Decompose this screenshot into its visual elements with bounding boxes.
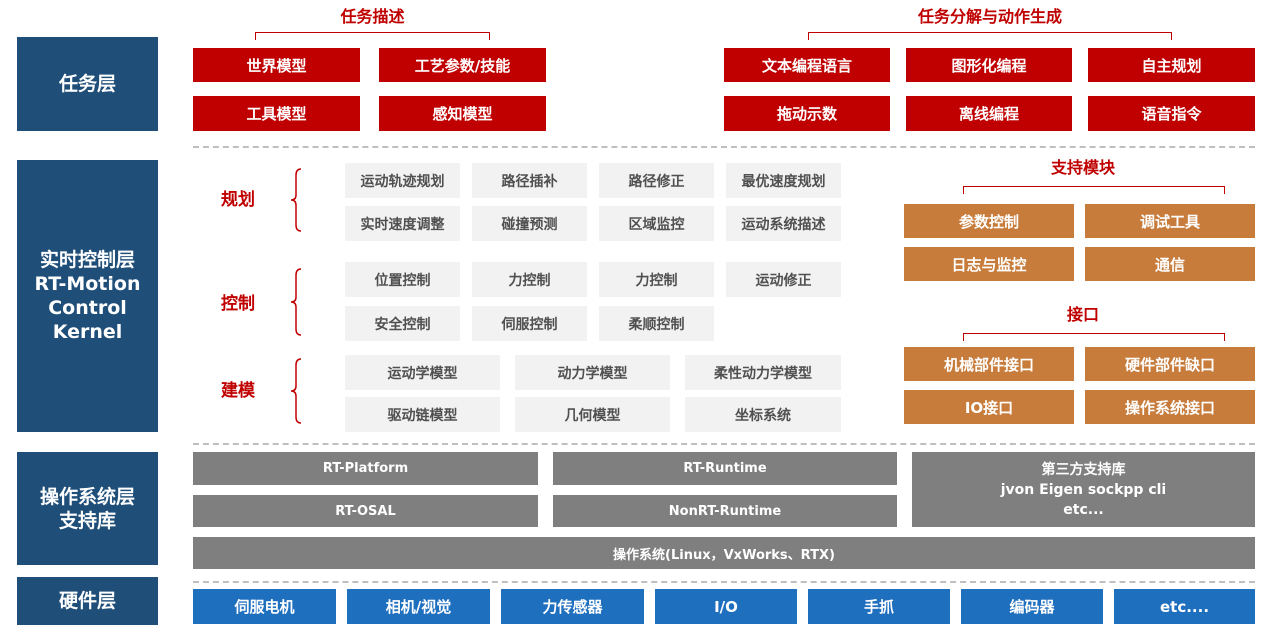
layer-realtime-label: RT-Motion: [34, 273, 141, 295]
control-item: 安全控制: [345, 306, 460, 341]
modeling-brace: [290, 358, 302, 424]
hardware-item: 相机/视觉: [347, 589, 490, 624]
task-description-item: 工艺参数/技能: [379, 48, 546, 82]
third-party-etc: etc...: [1063, 501, 1104, 518]
support-title: 支持模块: [1050, 158, 1115, 177]
rt-osal-box: RT-OSAL: [193, 495, 538, 527]
task-description-title: 任务描述: [340, 7, 405, 26]
task-description-bracket: [255, 32, 490, 40]
planning-brace: [290, 168, 302, 232]
interface-bracket: [963, 333, 1225, 341]
layer-os-label: 支持库: [58, 509, 116, 532]
planning-item: 路径修正: [599, 163, 714, 198]
nonrt-runtime-box: NonRT-Runtime: [553, 495, 897, 527]
modeling-item: 坐标系统: [685, 397, 841, 432]
planning-item: 最优速度规划: [726, 163, 841, 198]
third-party-title: 第三方支持库: [1041, 461, 1126, 478]
layer-realtime: 实时控制层 RT-Motion Control Kernel: [17, 160, 158, 432]
planning-item: 实时速度调整: [345, 206, 460, 241]
rt-runtime-box: RT-Runtime: [553, 452, 897, 485]
support-bracket: [963, 186, 1225, 194]
control-item: 力控制: [599, 262, 714, 297]
task-decomposition-title: 任务分解与动作生成: [917, 7, 1062, 26]
control-label: 控制: [221, 294, 255, 314]
task-decomposition-item: 图形化编程: [906, 48, 1072, 82]
task-description-item: 世界模型: [193, 48, 360, 82]
control-item: 伺服控制: [472, 306, 587, 341]
interface-title: 接口: [1066, 305, 1099, 324]
interface-item: 操作系统接口: [1085, 390, 1255, 424]
planning-label: 规划: [221, 190, 255, 210]
control-item: 柔顺控制: [599, 306, 714, 341]
interface-item: 机械部件接口: [904, 347, 1074, 381]
support-item: 参数控制: [904, 204, 1074, 238]
task-decomposition-item: 自主规划: [1088, 48, 1255, 82]
modeling-item: 驱动链模型: [345, 397, 500, 432]
support-item: 调试工具: [1085, 204, 1255, 238]
support-item: 日志与监控: [904, 247, 1074, 281]
layer-hardware: 硬件层: [17, 577, 158, 625]
task-description-item: 工具模型: [193, 96, 360, 131]
layer-os-label: 操作系统层: [39, 485, 135, 508]
hardware-item: 手抓: [808, 589, 950, 624]
planning-item: 路径插补: [472, 163, 587, 198]
hardware-item: 伺服电机: [193, 589, 336, 624]
modeling-item: 柔性动力学模型: [685, 355, 841, 390]
planning-item: 运动轨迹规划: [345, 163, 460, 198]
task-description-item: 感知模型: [379, 96, 546, 131]
divider-realtime-os: [193, 443, 1255, 445]
interface-item: IO接口: [904, 390, 1074, 424]
task-decomposition-item: 语音指令: [1088, 96, 1255, 131]
layer-task-label: 任务层: [58, 73, 116, 95]
layer-realtime-label: Control: [48, 297, 127, 319]
hardware-item: etc....: [1114, 589, 1255, 624]
modeling-item: 运动学模型: [345, 355, 500, 390]
control-item: 运动修正: [726, 262, 841, 297]
layer-realtime-label: 实时控制层: [39, 249, 135, 271]
hardware-item: 力传感器: [501, 589, 644, 624]
planning-item: 区域监控: [599, 206, 714, 241]
rt-platform-box: RT-Platform: [193, 452, 538, 485]
layer-os: 操作系统层 支持库: [17, 452, 158, 565]
interface-item: 硬件部件缺口: [1085, 347, 1255, 381]
control-brace: [290, 268, 302, 336]
planning-item: 碰撞预测: [472, 206, 587, 241]
control-item: 位置控制: [345, 262, 460, 297]
divider-os-hardware: [193, 581, 1255, 583]
third-party-libraries: jvon Eigen sockpp cli: [1000, 481, 1167, 498]
modeling-item: 动力学模型: [515, 355, 670, 390]
hardware-item: 编码器: [961, 589, 1103, 624]
modeling-item: 几何模型: [515, 397, 670, 432]
planning-item: 运动系统描述: [726, 206, 841, 241]
operating-system-box: 操作系统(Linux，VxWorks、RTX): [193, 537, 1255, 569]
modeling-label: 建模: [221, 381, 255, 401]
third-party-library-box: 第三方支持库 jvon Eigen sockpp cli etc...: [912, 452, 1255, 527]
hardware-item: I/O: [655, 589, 797, 624]
task-decomposition-item: 文本编程语言: [724, 48, 890, 82]
layer-task: 任务层: [17, 37, 158, 131]
task-decomposition-item: 拖动示数: [724, 96, 890, 131]
control-item: 力控制: [472, 262, 587, 297]
task-decomposition-bracket: [808, 32, 1172, 40]
divider-task-realtime: [193, 146, 1255, 148]
layer-realtime-label: Kernel: [52, 321, 123, 343]
support-item: 通信: [1085, 247, 1255, 281]
task-decomposition-item: 离线编程: [906, 96, 1072, 131]
layer-hardware-label: 硬件层: [58, 590, 116, 612]
